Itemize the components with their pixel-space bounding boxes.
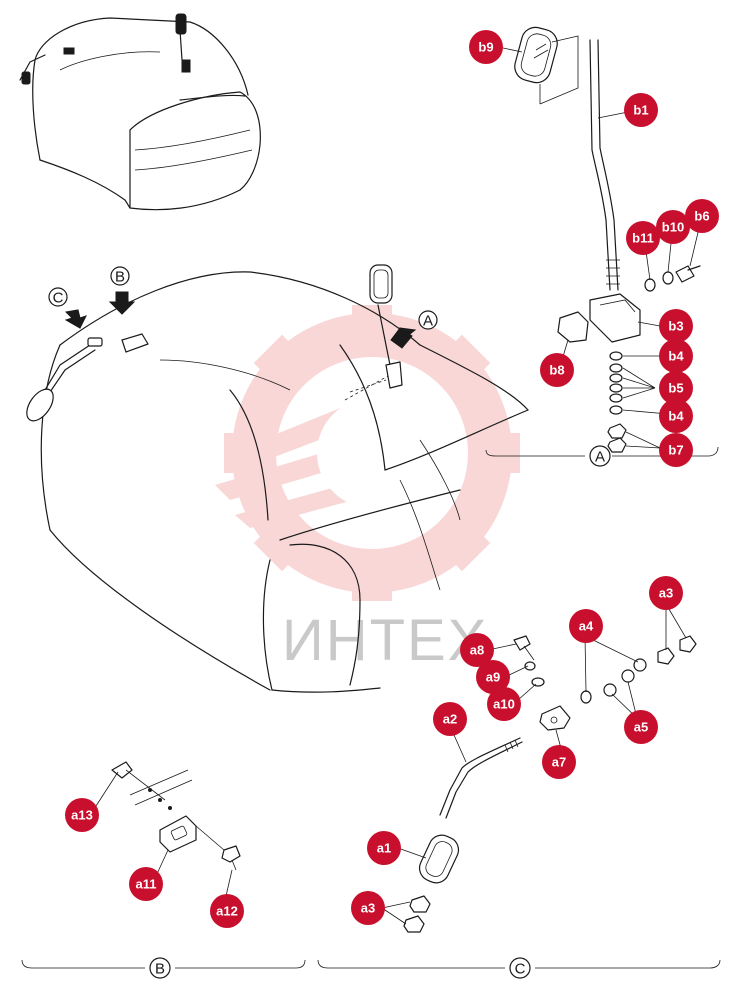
callout-a3-top-label: a3	[659, 586, 673, 601]
view-label-a-main: A	[423, 313, 433, 330]
callout-b4-top[interactable]: b4	[659, 339, 693, 373]
watermark-gear-logo	[215, 305, 520, 601]
callout-a4[interactable]: a4	[569, 609, 603, 643]
callout-b3-label: b3	[668, 319, 683, 334]
callout-b8[interactable]: b8	[540, 353, 574, 387]
callout-a11-label: a11	[136, 877, 157, 892]
callout-a7[interactable]: a7	[542, 745, 576, 779]
callout-a3-bottom-label: a3	[361, 901, 375, 916]
callout-b4-top-label: b4	[668, 349, 684, 364]
callout-a7-label: a7	[552, 755, 566, 770]
callout-a8[interactable]: a8	[460, 633, 494, 667]
callout-a9-label: a9	[486, 670, 500, 685]
callout-b5[interactable]: b5	[659, 371, 693, 405]
overview-cab-drawing	[19, 13, 261, 211]
view-label-c-detail: C	[515, 961, 526, 978]
callout-b1[interactable]: b1	[624, 93, 658, 127]
callout-b1-label: b1	[633, 103, 648, 118]
callout-b9[interactable]: b9	[469, 30, 503, 64]
detail-b-drawing: B	[21, 761, 306, 979]
callout-a3-bottom[interactable]: a3	[351, 891, 385, 925]
callout-b8-label: b8	[549, 363, 564, 378]
callout-a12-label: a12	[216, 904, 238, 919]
view-label-c-main: C	[53, 290, 64, 307]
callout-a10-label: a10	[493, 697, 515, 712]
callout-b6-label: b6	[694, 209, 709, 224]
main-cab-drawing	[26, 264, 529, 693]
callout-a5-label: a5	[634, 720, 648, 735]
callout-b5-label: b5	[668, 381, 683, 396]
callout-a1[interactable]: a1	[367, 831, 401, 865]
callout-b7[interactable]: b7	[659, 433, 693, 467]
detail-a-drawing: A	[485, 26, 719, 467]
callout-b6[interactable]: b6	[685, 199, 719, 233]
callout-a1-label: a1	[377, 841, 391, 856]
callout-a9[interactable]: a9	[476, 660, 510, 694]
callout-b3[interactable]: b3	[659, 309, 693, 343]
callout-a11[interactable]: a11	[129, 867, 163, 901]
callout-b11-label: b11	[632, 231, 654, 246]
callout-b4-bottom[interactable]: b4	[659, 399, 693, 433]
callout-b10-label: b10	[662, 220, 684, 235]
view-label-b-detail: B	[155, 961, 165, 978]
callout-a3-top[interactable]: a3	[649, 576, 683, 610]
callout-b11[interactable]: b11	[626, 221, 660, 255]
detail-c-drawing: C	[317, 635, 721, 979]
callout-b10[interactable]: b10	[656, 210, 690, 244]
view-arrow-c: C	[48, 287, 87, 329]
callout-a2-label: a2	[443, 712, 457, 727]
view-label-a-detail: A	[595, 449, 605, 466]
callout-a8-label: a8	[470, 643, 484, 658]
callout-a12[interactable]: a12	[210, 894, 244, 928]
callout-a13[interactable]: a13	[65, 798, 99, 832]
view-arrow-b: B	[108, 266, 136, 315]
view-label-b-main: B	[115, 269, 125, 286]
callout-a4-label: a4	[579, 619, 594, 634]
callout-b4-bottom-label: b4	[668, 409, 684, 424]
callout-a10[interactable]: a10	[487, 687, 521, 721]
view-arrow-a: A	[390, 310, 438, 349]
callout-a2[interactable]: a2	[433, 702, 467, 736]
callout-b9-label: b9	[478, 40, 493, 55]
callout-b7-label: b7	[668, 443, 683, 458]
watermark-text: ИНТЕХ	[282, 608, 488, 673]
callout-a5[interactable]: a5	[624, 710, 658, 744]
callout-a13-label: a13	[71, 808, 93, 823]
